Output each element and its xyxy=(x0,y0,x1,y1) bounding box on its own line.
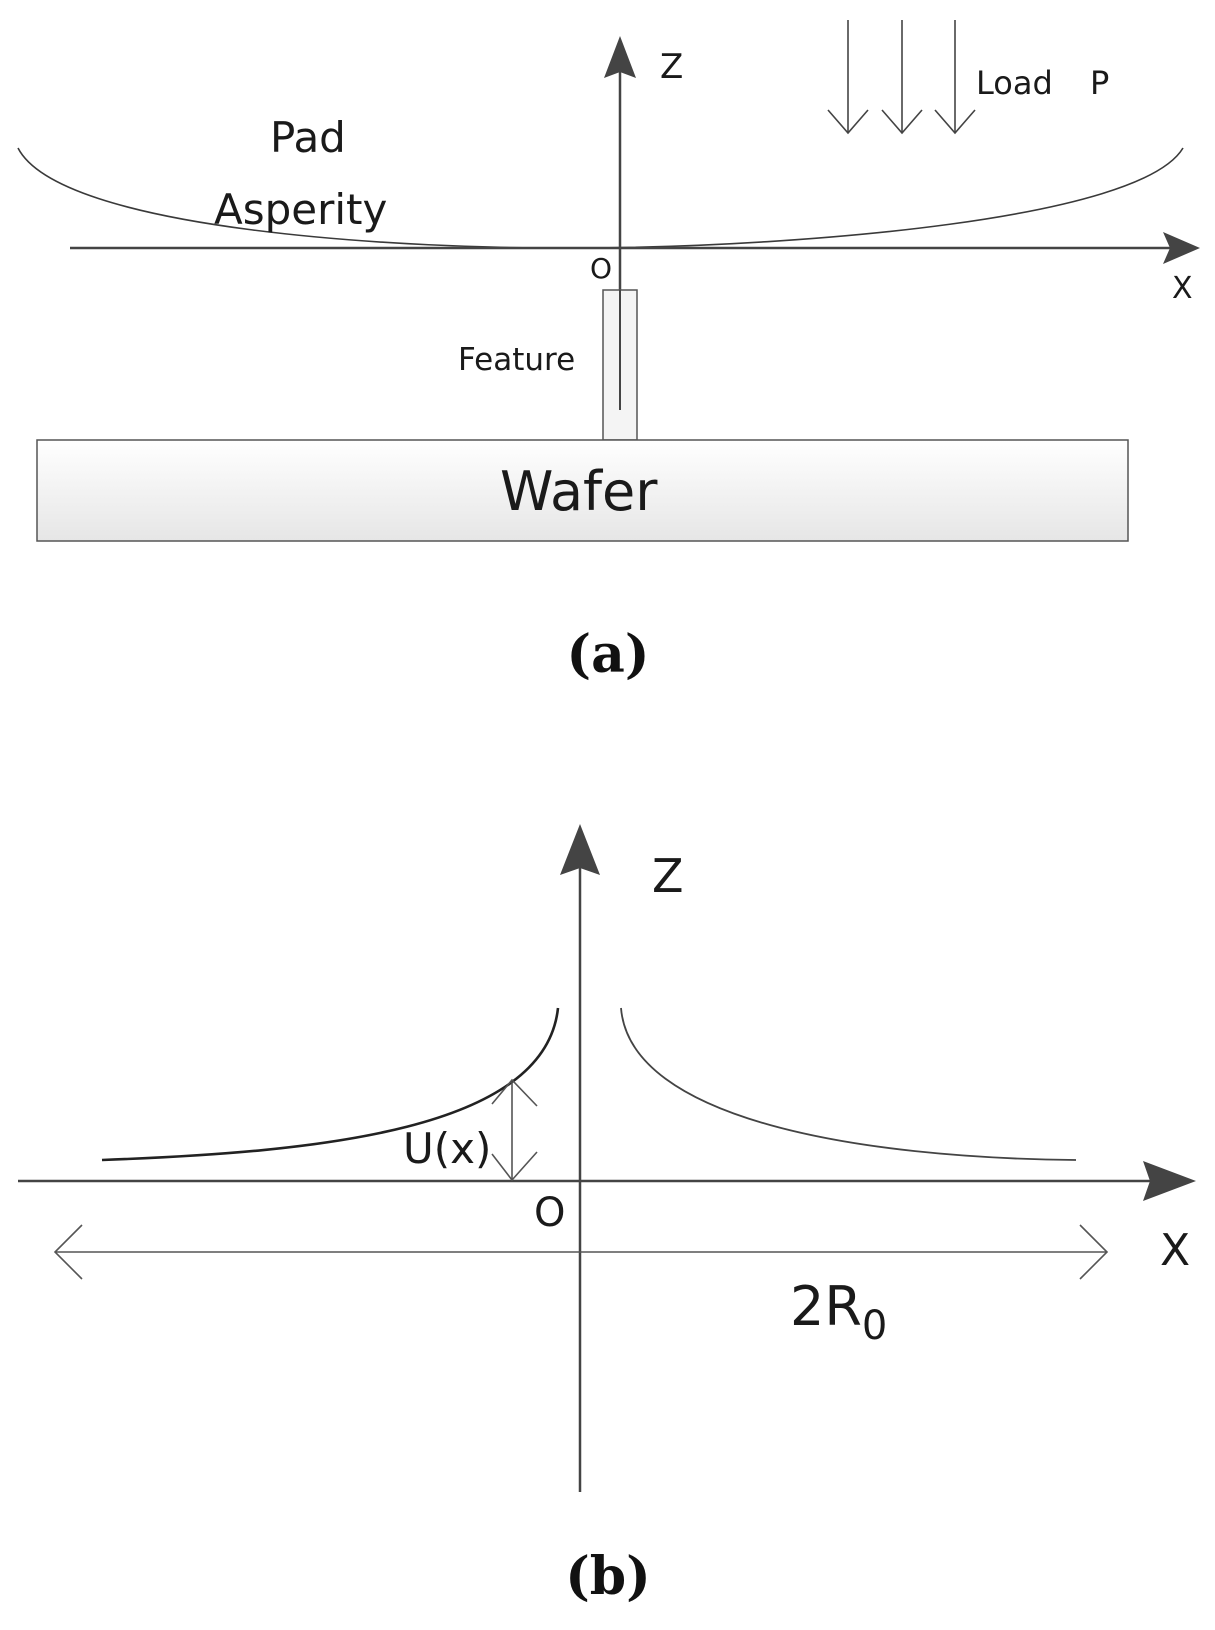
label-o-b: O xyxy=(534,1190,565,1236)
load-arrows xyxy=(827,20,976,135)
deflection-curve-left xyxy=(101,1007,560,1162)
z-axis-b-arrowhead xyxy=(560,824,600,875)
label-span: 2R0 xyxy=(790,1275,887,1349)
caption-b: (b) xyxy=(565,1546,651,1607)
label-span-main: 2R xyxy=(790,1275,862,1338)
deflection-curve-right xyxy=(620,1007,1077,1161)
span-arrow xyxy=(53,1224,1109,1280)
label-u: U(x) xyxy=(403,1124,491,1173)
label-o-a: O xyxy=(590,252,612,285)
x-axis-b-arrowhead xyxy=(1143,1161,1196,1201)
label-z-a: Z xyxy=(660,47,683,87)
label-asperity: Asperity xyxy=(214,185,387,234)
label-x-a: X xyxy=(1172,271,1193,306)
label-load: Load xyxy=(976,64,1053,102)
x-axis-a-arrowhead xyxy=(1163,232,1200,264)
label-feature: Feature xyxy=(458,342,575,378)
label-z-b: Z xyxy=(652,849,684,903)
z-axis-a-arrowhead xyxy=(604,36,636,78)
panel-b: Z X O U(x) 2R0 (b) xyxy=(18,824,1196,1607)
label-wafer: Wafer xyxy=(500,460,658,523)
wafer-block xyxy=(36,439,1129,542)
panel-a: Pad Asperity Z X O Load P Feature Wafer … xyxy=(17,20,1200,685)
caption-a: (a) xyxy=(567,624,650,685)
label-pad: Pad xyxy=(270,113,346,162)
label-p: P xyxy=(1090,64,1109,102)
label-x-b: X xyxy=(1160,1225,1190,1276)
u-dimension-arrow xyxy=(491,1078,538,1182)
pad-asperity-curve xyxy=(17,147,1184,249)
label-span-subscript: 0 xyxy=(862,1303,887,1349)
